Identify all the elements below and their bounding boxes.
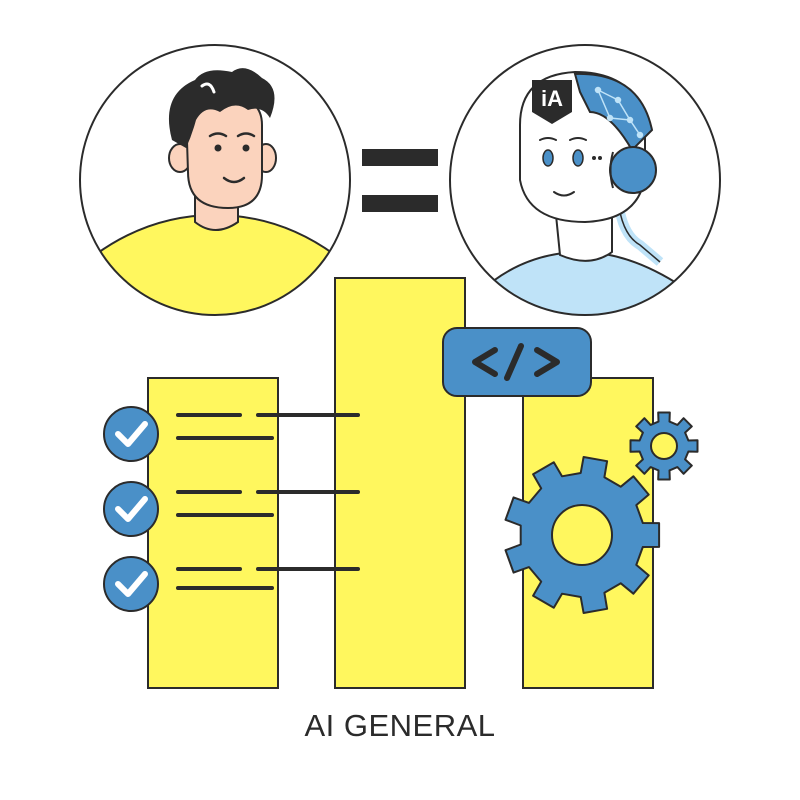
checkmark-icon — [103, 481, 159, 537]
checkmark-icon — [103, 556, 159, 612]
gear-hole — [650, 432, 678, 460]
bar-left — [147, 377, 279, 689]
ai-badge: iA — [532, 80, 572, 124]
checkmark-icon — [103, 406, 159, 462]
robot-avatar: iA — [449, 44, 721, 316]
equals-sign — [362, 149, 438, 212]
gear-hole — [551, 504, 613, 566]
small-gear-icon — [629, 411, 699, 481]
ai-badge-label: iA — [541, 86, 563, 111]
code-brackets-icon — [442, 327, 592, 397]
text-lines — [176, 413, 360, 590]
human-avatar — [79, 44, 351, 316]
caption: AI GENERAL — [304, 708, 496, 743]
large-gear-icon — [504, 456, 661, 614]
